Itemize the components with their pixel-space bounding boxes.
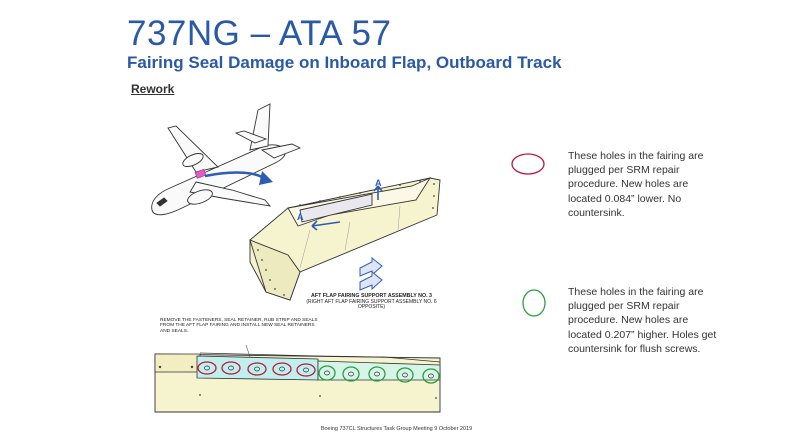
seal-strip — [154, 344, 441, 413]
green-hole-marker — [318, 365, 336, 381]
forward-arrows — [359, 256, 383, 291]
assembly-title: AFT FLAP FAIRING SUPPORT ASSEMBLY NO. 3 — [311, 293, 432, 299]
fairing-assembly — [249, 176, 441, 301]
red-hole-marker — [272, 362, 292, 376]
airplane-illustration — [151, 103, 302, 216]
section-heading-rework: Rework — [131, 82, 175, 96]
green-hole-marker — [368, 366, 386, 382]
assembly-caption: AFT FLAP FAIRING SUPPORT ASSEMBLY NO. 3 … — [304, 293, 439, 311]
green-hole-marker — [396, 367, 414, 383]
assembly-subtitle: (RIGHT AFT FLAP FAIRING SUPPORT ASSEMBLY… — [306, 298, 437, 310]
green-hole-marker — [422, 368, 440, 384]
red-hole-marker — [247, 362, 267, 376]
red-hole-marker — [197, 361, 217, 375]
red-hole-marker — [296, 363, 316, 377]
red-hole-marker — [221, 361, 241, 375]
slide-title: 737NG – ATA 57 — [127, 14, 392, 53]
view-marker-right: A — [375, 178, 382, 188]
removal-instruction: REMOVE THE FASTENERS, SEAL RETAINER, RUB… — [160, 318, 318, 334]
red-holes-note: These holes in the fairing are plugged p… — [568, 150, 704, 219]
view-marker-left: A — [297, 212, 304, 222]
green-circle-legend-icon — [522, 289, 546, 317]
green-holes-note: These holes in the fairing are plugged p… — [568, 286, 717, 355]
red-circle-legend-icon — [511, 153, 545, 175]
slide-subtitle: Fairing Seal Damage on Inboard Flap, Out… — [127, 53, 562, 72]
green-hole-marker — [342, 366, 360, 382]
slide-footer: Boeing 737CL Structures Task Group Meeti… — [320, 426, 473, 432]
